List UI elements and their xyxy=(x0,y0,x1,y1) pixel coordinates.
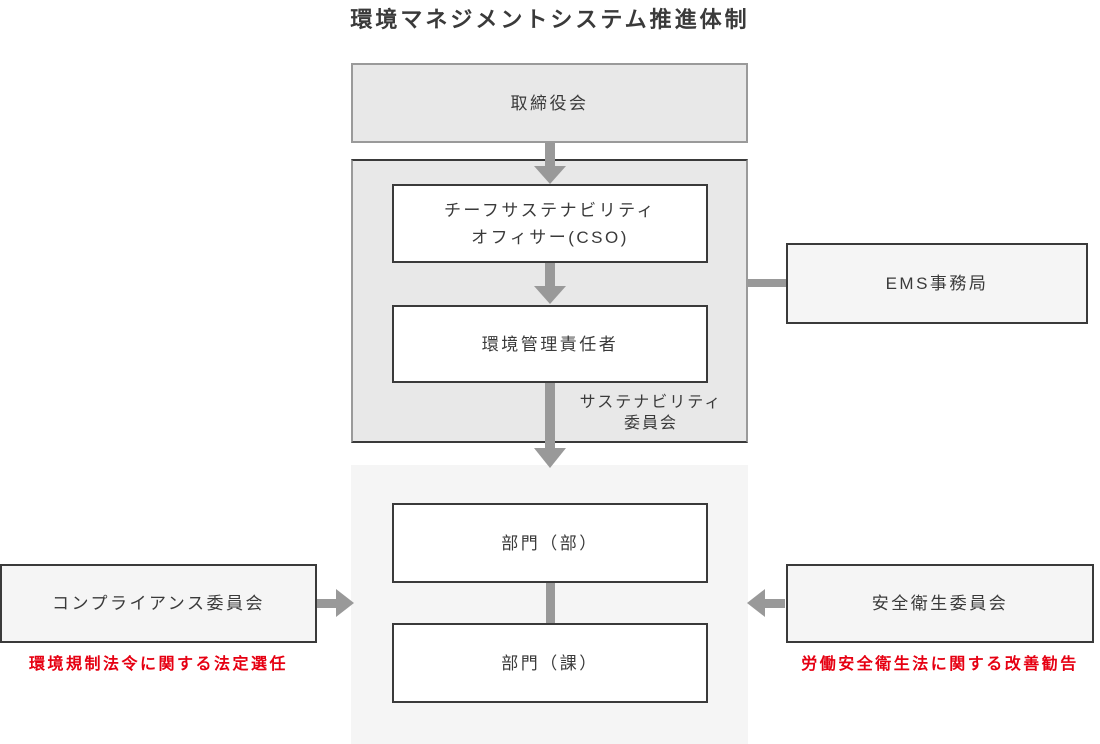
sustainability-committee-label-line1: サステナビリティ xyxy=(579,394,723,411)
department-ka-box: 部門（課） xyxy=(392,623,708,703)
board-of-directors-box: 取締役会 xyxy=(351,63,748,143)
arrow-shaft xyxy=(317,598,336,608)
sustainability-committee-label: サステナビリティ 委員会 xyxy=(560,392,742,434)
cso-label-line2: オフィサー(CSO) xyxy=(471,227,629,247)
safety-committee-label: 安全衛生委員会 xyxy=(871,594,1009,613)
arrow-down-icon xyxy=(534,286,566,304)
arrow-manager-to-departments xyxy=(534,383,566,468)
connector-committee-to-ems xyxy=(748,279,786,287)
compliance-note: 環境規制法令に関する法定選任 xyxy=(28,656,288,673)
connector-bu-to-ka xyxy=(546,583,555,623)
cso-label-line1: チーフサステナビリティ xyxy=(443,200,657,220)
arrow-cso-to-manager xyxy=(534,263,566,304)
arrow-shaft xyxy=(765,598,785,608)
arrow-shaft xyxy=(545,263,555,286)
arrow-right-icon xyxy=(336,589,354,617)
page-title: 環境マネジメントシステム推進体制 xyxy=(350,7,750,32)
department-bu-label: 部門（部） xyxy=(501,533,599,553)
board-of-directors-label: 取締役会 xyxy=(510,93,589,113)
ems-office-box: EMS事務局 xyxy=(786,243,1088,324)
ems-office-label: EMS事務局 xyxy=(885,274,989,293)
safety-committee-box: 安全衛生委員会 xyxy=(786,564,1094,643)
arrow-board-to-committee xyxy=(534,143,566,184)
compliance-committee-label: コンプライアンス委員会 xyxy=(52,594,265,613)
cso-box: チーフサステナビリティ オフィサー(CSO) xyxy=(392,184,708,263)
arrow-shaft xyxy=(545,143,555,166)
compliance-committee-box: コンプライアンス委員会 xyxy=(0,564,317,643)
arrow-compliance-to-departments xyxy=(317,589,354,617)
arrow-shaft xyxy=(545,383,555,448)
safety-note: 労働安全衛生法に関する改善勧告 xyxy=(801,656,1079,673)
sustainability-committee-label-line2: 委員会 xyxy=(623,415,678,432)
environmental-manager-label: 環境管理責任者 xyxy=(481,334,619,354)
arrow-down-icon xyxy=(534,166,566,184)
environmental-manager-box: 環境管理責任者 xyxy=(392,305,708,383)
arrow-left-icon xyxy=(747,589,765,617)
department-ka-label: 部門（課） xyxy=(501,653,599,673)
department-bu-box: 部門（部） xyxy=(392,503,708,583)
arrow-down-icon xyxy=(534,448,566,468)
arrow-safety-to-departments xyxy=(747,589,785,617)
